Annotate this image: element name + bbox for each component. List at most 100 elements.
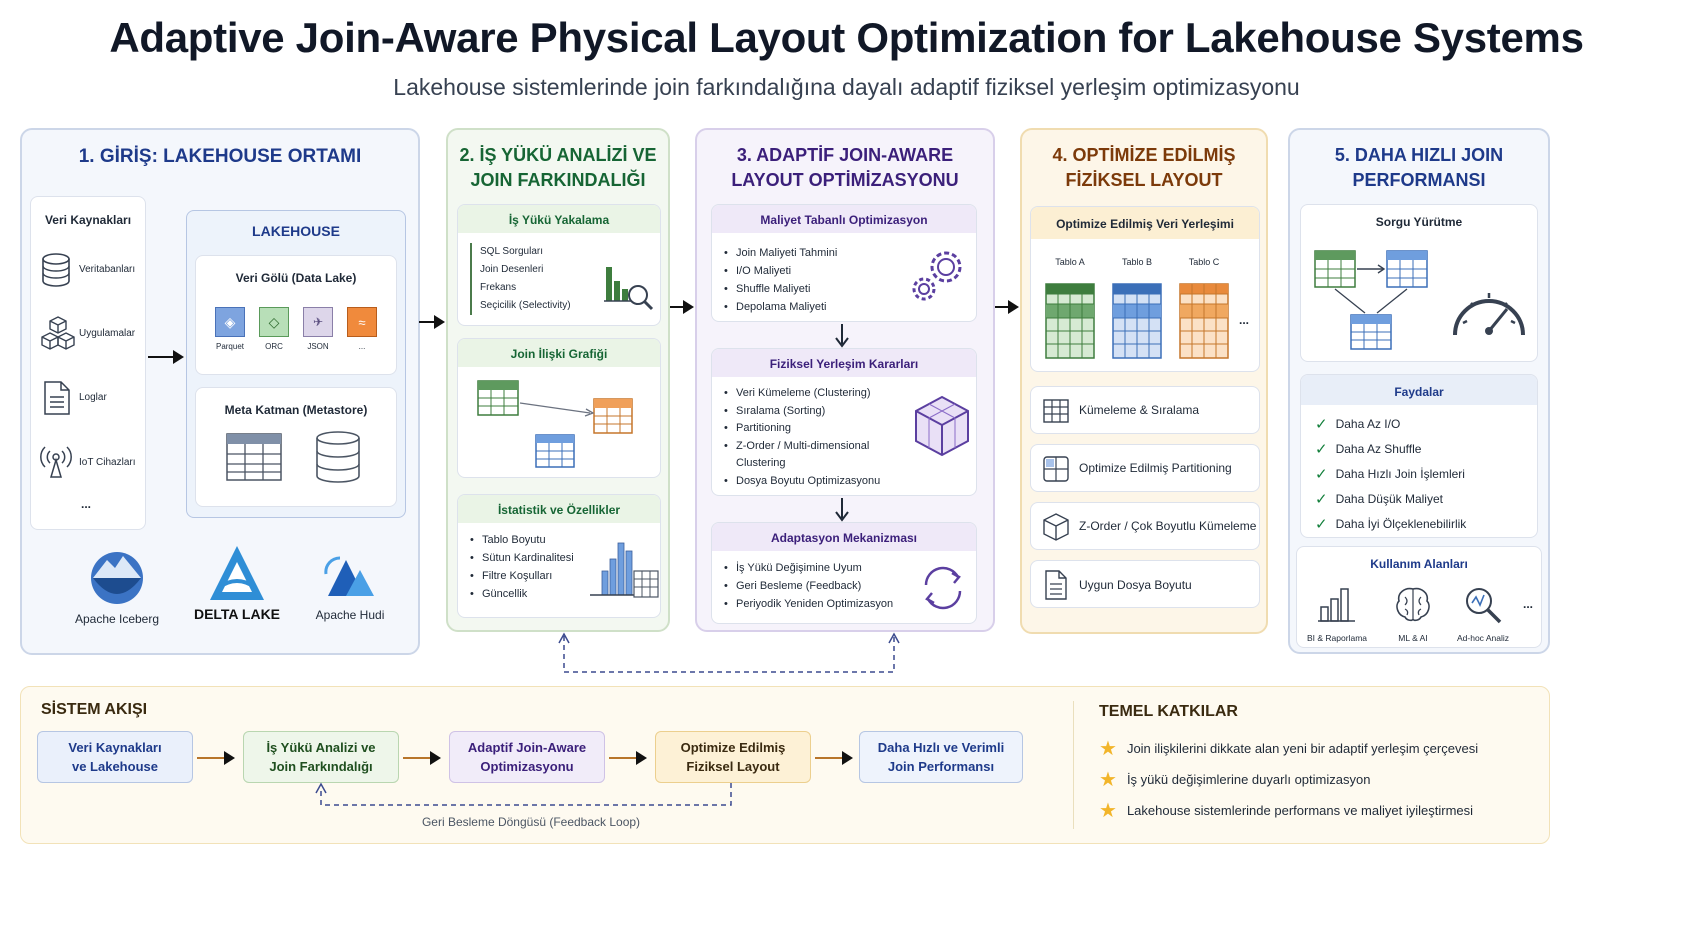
flow-step-line: Adaptif Join-Aware <box>467 740 587 755</box>
feature-label: Optimize Edilmiş Partitioning <box>1079 461 1232 475</box>
column-title-line1: 5. DAHA HIZLI JOIN <box>1334 145 1504 165</box>
flow-step-line: Optimize Edilmiş <box>680 740 786 755</box>
flow-arrow <box>148 350 184 364</box>
document-icon <box>44 381 70 415</box>
card-title: Join İlişki Grafiği <box>510 347 608 361</box>
card-title: Fiziksel Yerleşim Kararları <box>769 357 919 371</box>
capture-list: SQL Sorguları Join Desenleri Frekans Seç… <box>470 243 571 315</box>
source-label: IoT Cihazları <box>79 457 136 468</box>
parquet-icon: ◈ <box>215 307 245 337</box>
benefit-label: Daha Az Shuffle <box>1335 441 1422 456</box>
logo-label: Apache Iceberg <box>74 612 160 626</box>
feature-label: Kümeleme & Sıralama <box>1079 403 1200 417</box>
cost-item: Depolama Maliyeti <box>722 298 837 316</box>
logo-delta: DELTA LAKE <box>182 544 292 624</box>
check-icon: ✓ <box>1315 415 1328 433</box>
flow-arrow <box>419 315 445 329</box>
format-label: ... <box>358 342 366 351</box>
capture-item: Join Desenleri <box>470 261 571 279</box>
column-optimization: 3. ADAPTİF JOIN-AWARE LAYOUT OPTİMİZASYO… <box>695 128 995 632</box>
chart-magnifier-icon <box>604 267 654 311</box>
contribution-label: Join ilişkilerini dikkate alan yeni bir … <box>1126 740 1479 756</box>
magnifier-chart-icon <box>1466 588 1502 624</box>
feature-item: Kümeleme & Sıralama <box>1030 386 1260 434</box>
usage-label: Ad-hoc Analiz <box>1457 633 1509 643</box>
feature-item: Uygun Dosya Boyutu <box>1030 560 1260 608</box>
workload-capture-card: İş Yükü Yakalama SQL Sorguları Join Dese… <box>457 204 661 326</box>
star-icon: ★ <box>1099 768 1117 791</box>
metastore-card: Meta Katman (Metastore) <box>195 387 397 507</box>
cube-icon <box>1043 513 1069 541</box>
flow-arrow <box>403 751 441 765</box>
join-graph-icon <box>477 380 633 468</box>
format-json: ✈ JSON <box>302 307 334 351</box>
data-lake-card: Veri Gölü (Data Lake) ◈ Parquet ◇ ORC ✈ … <box>195 255 397 375</box>
feedback-label: Geri Besleme Döngüsü (Feedback Loop) <box>421 815 641 829</box>
bar-chart-table-icon <box>590 542 659 598</box>
capture-item: Seçicilik (Selectivity) <box>470 297 571 315</box>
card-title: Kullanım Alanları <box>1370 557 1468 571</box>
benefit-item: ✓Daha İyi Ölçeklenebilirlik <box>1315 511 1466 536</box>
card-header <box>712 205 976 233</box>
table-icon <box>226 433 282 481</box>
feedback-loop-icon <box>315 782 732 806</box>
format-label: Parquet <box>215 342 245 351</box>
database-icon <box>316 431 360 483</box>
data-sources-card: Veri Kaynakları Veritabanları Uygulamala… <box>30 196 146 530</box>
flow-arrow <box>815 751 853 765</box>
orc-icon: ◇ <box>259 307 289 337</box>
source-item: Loglar <box>41 380 145 416</box>
stats-list: Tablo Boyutu Sütun Kardinalitesi Filtre … <box>468 531 574 603</box>
flow-arrow <box>995 300 1019 314</box>
lakehouse-title: LAKEHOUSE <box>252 223 340 239</box>
star-icon: ★ <box>1099 737 1117 760</box>
stats-item: Sütun Kardinalitesi <box>468 549 574 567</box>
card-title: Adaptasyon Mekanizması <box>770 531 918 545</box>
card-header <box>458 495 660 523</box>
usage-label: ML & AI <box>1398 633 1428 643</box>
flow-step-line: Optimizasyonu <box>480 759 574 774</box>
waves-icon: ≈ <box>347 307 377 337</box>
format-label: JSON <box>307 342 329 351</box>
cost-list: Join Maliyeti Tahmini I/O Maliyeti Shuff… <box>722 244 837 316</box>
benefit-label: Daha Hızlı Join İşlemleri <box>1335 466 1465 481</box>
check-icon: ✓ <box>1315 515 1328 533</box>
database-icon <box>42 253 70 287</box>
flow-step-line: Join Performansı <box>887 759 995 774</box>
card-title: Maliyet Tabanlı Optimizasyon <box>760 213 928 227</box>
contribution-item: ★ İş yükü değişimlerine duyarlı optimizas… <box>1099 768 1371 791</box>
flow-step-line: Daha Hızlı ve Verimli <box>877 740 1005 755</box>
column-title-line2: FİZİKSEL LAYOUT <box>1065 170 1223 190</box>
card-title: İş Yükü Yakalama <box>508 213 610 227</box>
table-c-grid-icon <box>1179 283 1229 359</box>
column-title-line1: 2. İŞ YÜKÜ ANALİZİ VE <box>459 145 657 165</box>
contribution-label: Lakehouse sistemlerinde performans ve ma… <box>1126 802 1474 818</box>
usage-more: ... <box>1523 597 1534 611</box>
benefit-item: ✓ Daha Hızlı Join İşlemleri <box>1315 461 1466 486</box>
benefit-item: ✓Daha Az I/O <box>1315 411 1466 436</box>
check-icon: ✓ <box>1315 465 1328 483</box>
page-title: Adaptive Join-Aware Physical Layout Opti… <box>109 14 1584 61</box>
iceberg-logo-icon <box>91 552 143 604</box>
card-header <box>712 349 976 377</box>
star-icon: ★ <box>1099 799 1117 822</box>
capture-item: SQL Sorguları <box>470 243 571 261</box>
column-performance: 5. DAHA HIZLI JOIN PERFORMANSI Sorgu Yür… <box>1288 128 1550 654</box>
logo-label: Apache Hudi <box>315 608 385 622</box>
contribution-label: İş yükü değişimlerine duyarlı optimizasy… <box>1126 771 1371 787</box>
table-b-grid-icon <box>1112 283 1162 359</box>
flow-arrow <box>609 751 647 765</box>
format-parquet: ◈ Parquet <box>214 307 246 351</box>
card-header <box>458 339 660 367</box>
card-title: Optimize Edilmiş Veri Yerleşimi <box>1056 217 1234 231</box>
decision-item: Z-Order / Multi-dimensional Clustering <box>722 438 898 473</box>
cost-item: I/O Maliyeti <box>722 262 837 280</box>
query-tables-icon <box>1314 250 1428 350</box>
adaptation-card: Adaptasyon Mekanizması İş Yükü Değişimin… <box>711 522 977 624</box>
table-a-grid-icon <box>1045 283 1095 359</box>
down-arrow <box>835 498 849 522</box>
decision-item: Partitioning <box>722 420 898 438</box>
